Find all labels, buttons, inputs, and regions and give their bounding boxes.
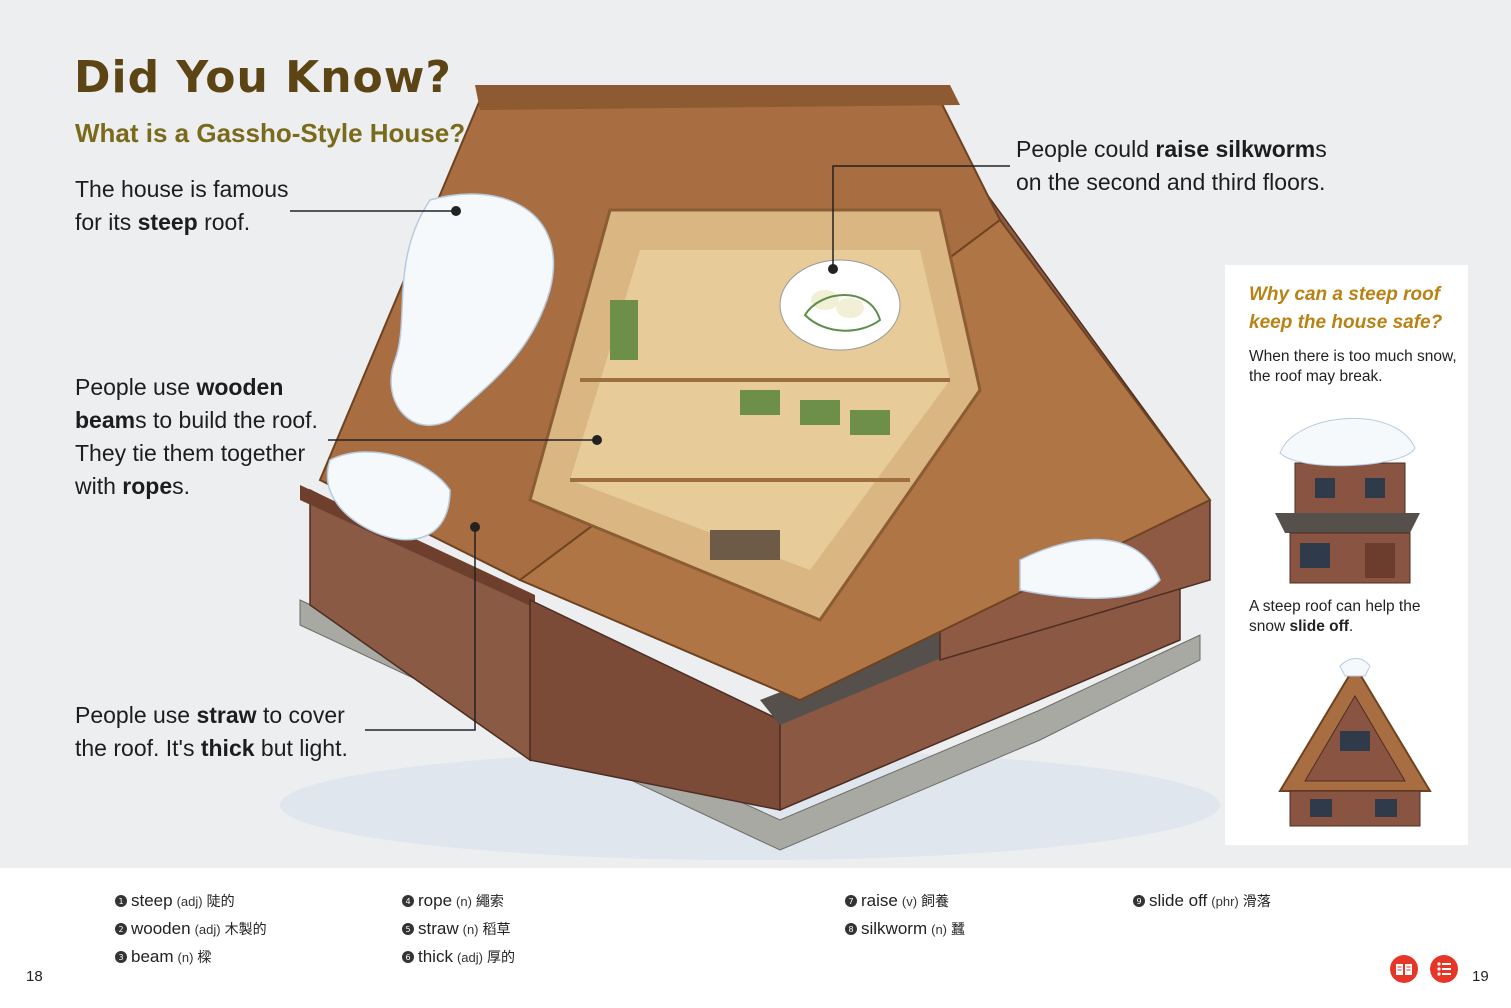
steep-roof-info-box: Why can a steep roof keep the house safe…	[1225, 265, 1468, 845]
illustration-spread: Did You Know? What is a Gassho-Style Hou…	[0, 0, 1511, 868]
page-number-left: 18	[26, 968, 43, 985]
callout-silkworms: People could raise silkworms on the seco…	[1016, 136, 1327, 195]
steep-roof-house-illustration	[1278, 658, 1432, 827]
callout-wooden-beams: People use wooden beams to build the roo…	[75, 374, 318, 499]
info-text-break: When there is too much snow, the roof ma…	[1249, 348, 1457, 385]
list-icon[interactable]	[1430, 955, 1458, 983]
info-question: Why can a steep roof keep the house safe…	[1249, 284, 1443, 333]
flat-roof-house-illustration	[1275, 417, 1420, 584]
callout-steep-roof: The house is famous for its steep roof.	[75, 176, 289, 235]
callout-straw: People use straw to cover the roof. It's…	[75, 702, 348, 761]
page-number-right: 19	[1472, 968, 1489, 985]
info-text-slide: A steep roof can help the snow slide off…	[1249, 598, 1421, 635]
page-title: Did You Know?	[74, 52, 452, 103]
page-subtitle: What is a Gassho-Style House?	[75, 118, 466, 148]
book-icon[interactable]	[1390, 955, 1418, 983]
